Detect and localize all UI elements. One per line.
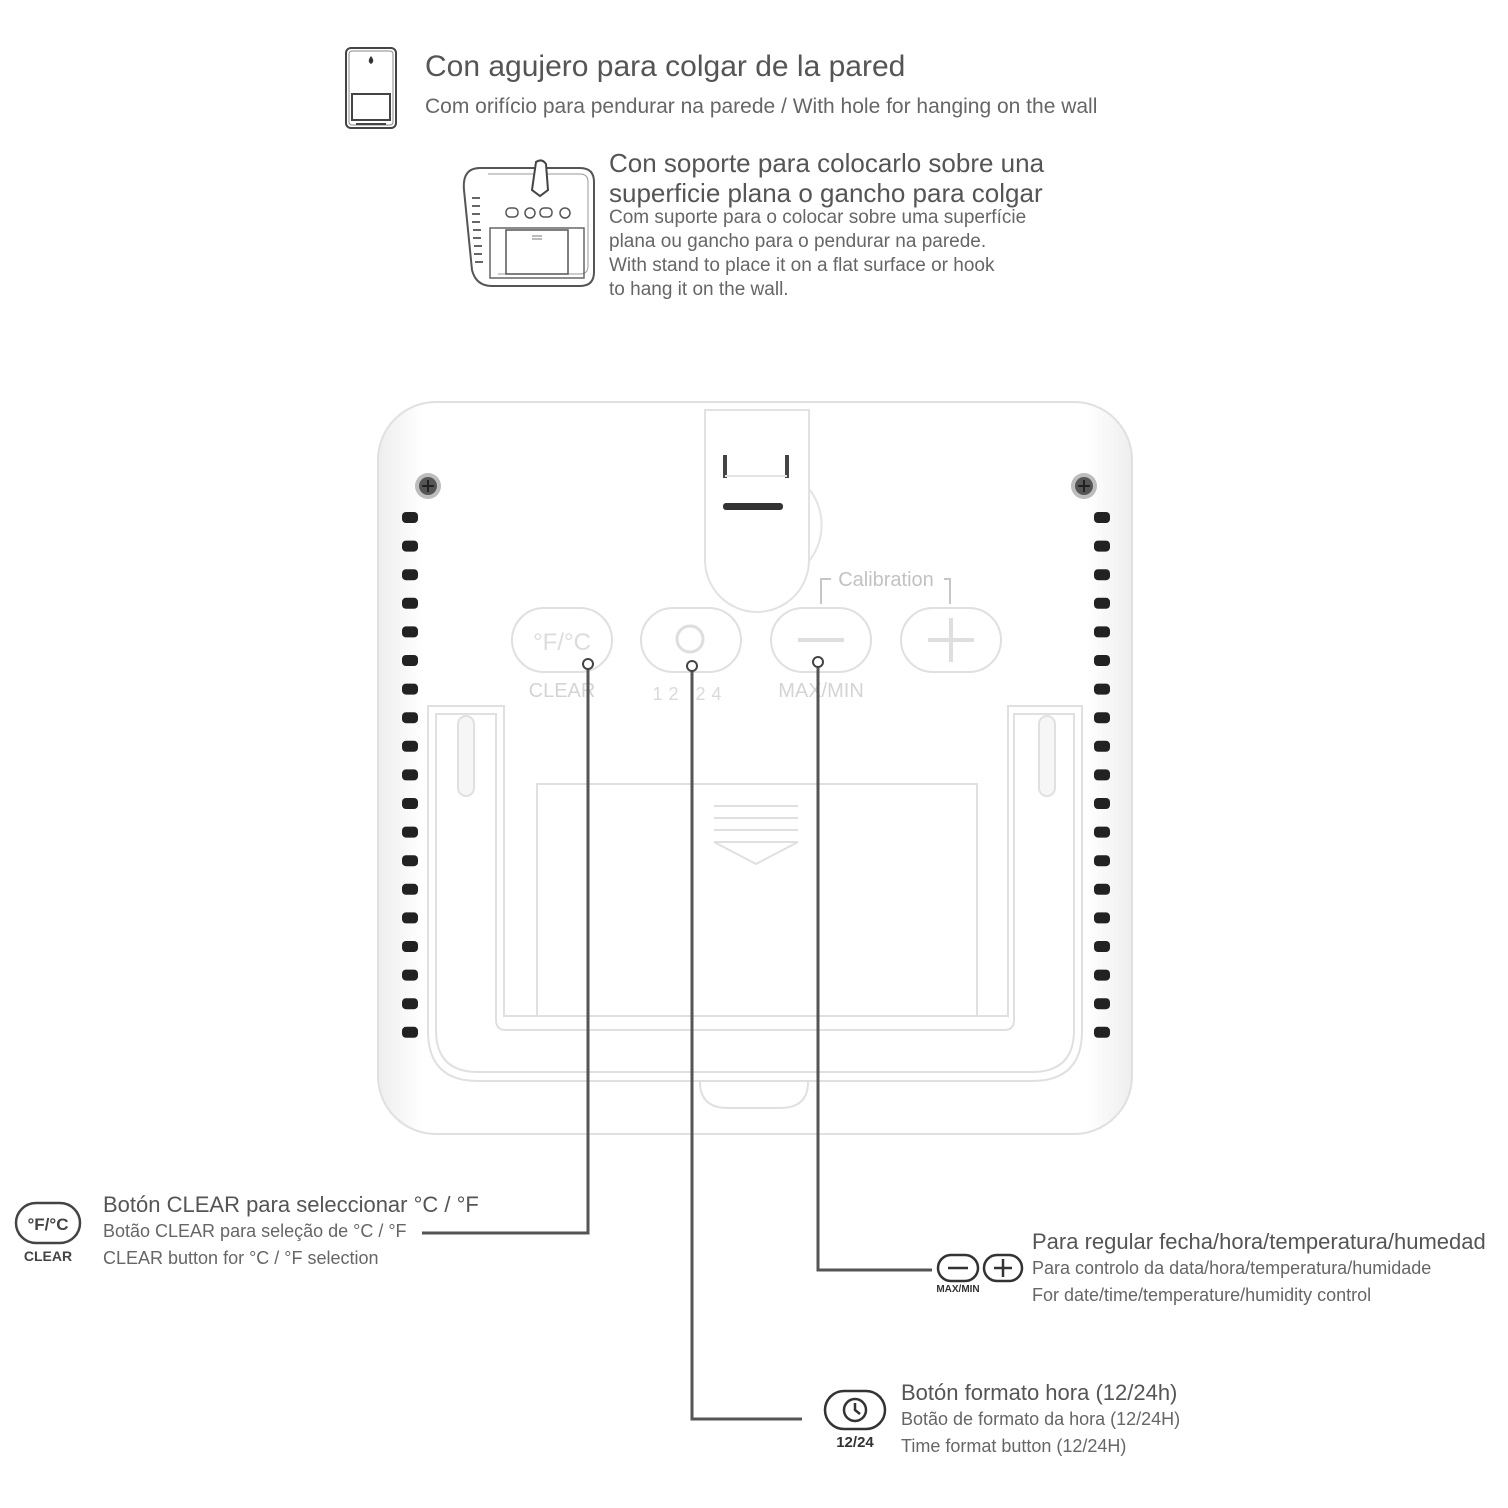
fc-clear-icon: °F/°C CLEAR — [14, 1201, 82, 1264]
vent-slot — [1094, 855, 1110, 867]
vent-slots-right — [1094, 512, 1110, 1038]
vent-slot — [1094, 798, 1110, 809]
vent-slot — [402, 998, 418, 1010]
vent-slot — [402, 941, 418, 952]
vent-slot — [402, 712, 418, 724]
adjust-callout-line1: Para controlo da data/hora/temperatura/h… — [1032, 1258, 1432, 1278]
vent-slot — [1094, 683, 1110, 695]
vent-slot — [1094, 569, 1110, 581]
fc-button-text: °F/°C — [533, 629, 591, 656]
vent-slot — [402, 569, 418, 581]
wall-feature-subtitle: Com orifício para pendurar na parede / W… — [425, 95, 1098, 118]
vent-slot — [1094, 540, 1110, 552]
stand-feature-sub-line1: Com suporte para o colocar sobre uma sup… — [609, 207, 1027, 228]
vent-slot — [1094, 969, 1110, 981]
vent-slot — [402, 655, 418, 666]
vent-slot — [402, 969, 418, 981]
vent-slot — [402, 912, 418, 924]
vent-slot — [402, 683, 418, 695]
screw-left — [415, 473, 441, 499]
clock-time-icon: 12/24 — [823, 1389, 887, 1451]
vent-slot — [402, 798, 418, 809]
time-emboss-label: 12 24 — [652, 684, 727, 704]
vent-slots-left — [402, 512, 418, 1038]
stand-feature-sub-line2: plana ou gancho para o pendurar na pared… — [609, 231, 987, 252]
calibration-label: Calibration — [838, 569, 934, 591]
vent-slot — [1094, 512, 1110, 523]
vent-slot — [402, 740, 418, 752]
vent-slot — [1094, 912, 1110, 924]
svg-text:12/24: 12/24 — [836, 1434, 874, 1451]
vent-slot — [402, 883, 418, 895]
vent-slot — [1094, 998, 1110, 1010]
clear-callout-title: Botón CLEAR para seleccionar °C / °F — [103, 1192, 479, 1217]
time-callout-line1: Botão de formato da hora (12/24H) — [901, 1409, 1181, 1429]
screw-right — [1071, 473, 1097, 499]
leader-clear — [422, 664, 590, 1235]
adjust-callout-title: Para regular fecha/hora/temperatura/hume… — [1032, 1229, 1486, 1254]
stand-feature-title-line2: superficie plana o gancho para colgar — [609, 178, 1043, 208]
wall-hole-icon — [345, 47, 397, 129]
stand-slot-right — [1038, 715, 1056, 797]
wall-feature-title: Con agujero para colgar de la pared — [425, 50, 906, 83]
clear-callout-line1: Botão CLEAR para seleção de °C / °F — [103, 1221, 407, 1241]
clear-callout-line2: CLEAR button for °C / °F selection — [103, 1248, 379, 1268]
leader-adjust — [816, 662, 932, 1272]
svg-text:CLEAR: CLEAR — [24, 1248, 72, 1264]
vent-slot — [1094, 712, 1110, 724]
stand-slot-left — [457, 715, 475, 797]
battery-cover[interactable] — [536, 783, 978, 1017]
time-callout-title: Botón formato hora (12/24h) — [901, 1380, 1178, 1405]
stand-feature-sub-line3: With stand to place it on a flat surface… — [609, 255, 995, 276]
vent-slot — [1094, 1026, 1110, 1038]
svg-text:MAX/MIN: MAX/MIN — [936, 1284, 979, 1295]
time-callout-line2: Time format button (12/24H) — [901, 1436, 1127, 1456]
vent-slot — [402, 540, 418, 552]
vent-slot — [402, 597, 418, 609]
minus-plus-icon: MAX/MIN — [936, 1253, 1024, 1295]
vent-slot — [1094, 740, 1110, 752]
vent-slot — [1094, 769, 1110, 781]
vent-slot — [1094, 655, 1110, 666]
clear-emboss-label: CLEAR — [529, 680, 596, 702]
vent-slot — [1094, 626, 1110, 638]
calibration-bracket — [820, 578, 951, 604]
vent-slot — [1094, 941, 1110, 952]
adjust-callout-line2: For date/time/temperature/humidity contr… — [1032, 1285, 1372, 1305]
vent-slot — [402, 769, 418, 781]
maxmin-emboss-label: MAX/MIN — [778, 680, 864, 702]
plus-icon — [928, 618, 974, 662]
hanging-hook — [704, 409, 823, 613]
clock-icon — [675, 624, 705, 654]
vent-slot — [1094, 826, 1110, 838]
vent-slot — [1094, 883, 1110, 895]
fc-clear-button[interactable] — [511, 607, 613, 673]
vent-slot — [402, 1026, 418, 1038]
vent-slot — [402, 626, 418, 638]
stand-feature-sub-line4: to hang it on the wall. — [609, 279, 789, 300]
stand-device-icon — [462, 159, 595, 287]
stand-frame — [427, 705, 1083, 1109]
vent-slot — [402, 855, 418, 867]
vent-slot — [1094, 597, 1110, 609]
vent-slot — [402, 512, 418, 523]
vent-slot — [402, 826, 418, 838]
leader-time — [690, 666, 802, 1421]
stand-feature-title-line1: Con soporte para colocarlo sobre una — [609, 148, 1045, 178]
svg-text:°F/°C: °F/°C — [28, 1215, 69, 1234]
